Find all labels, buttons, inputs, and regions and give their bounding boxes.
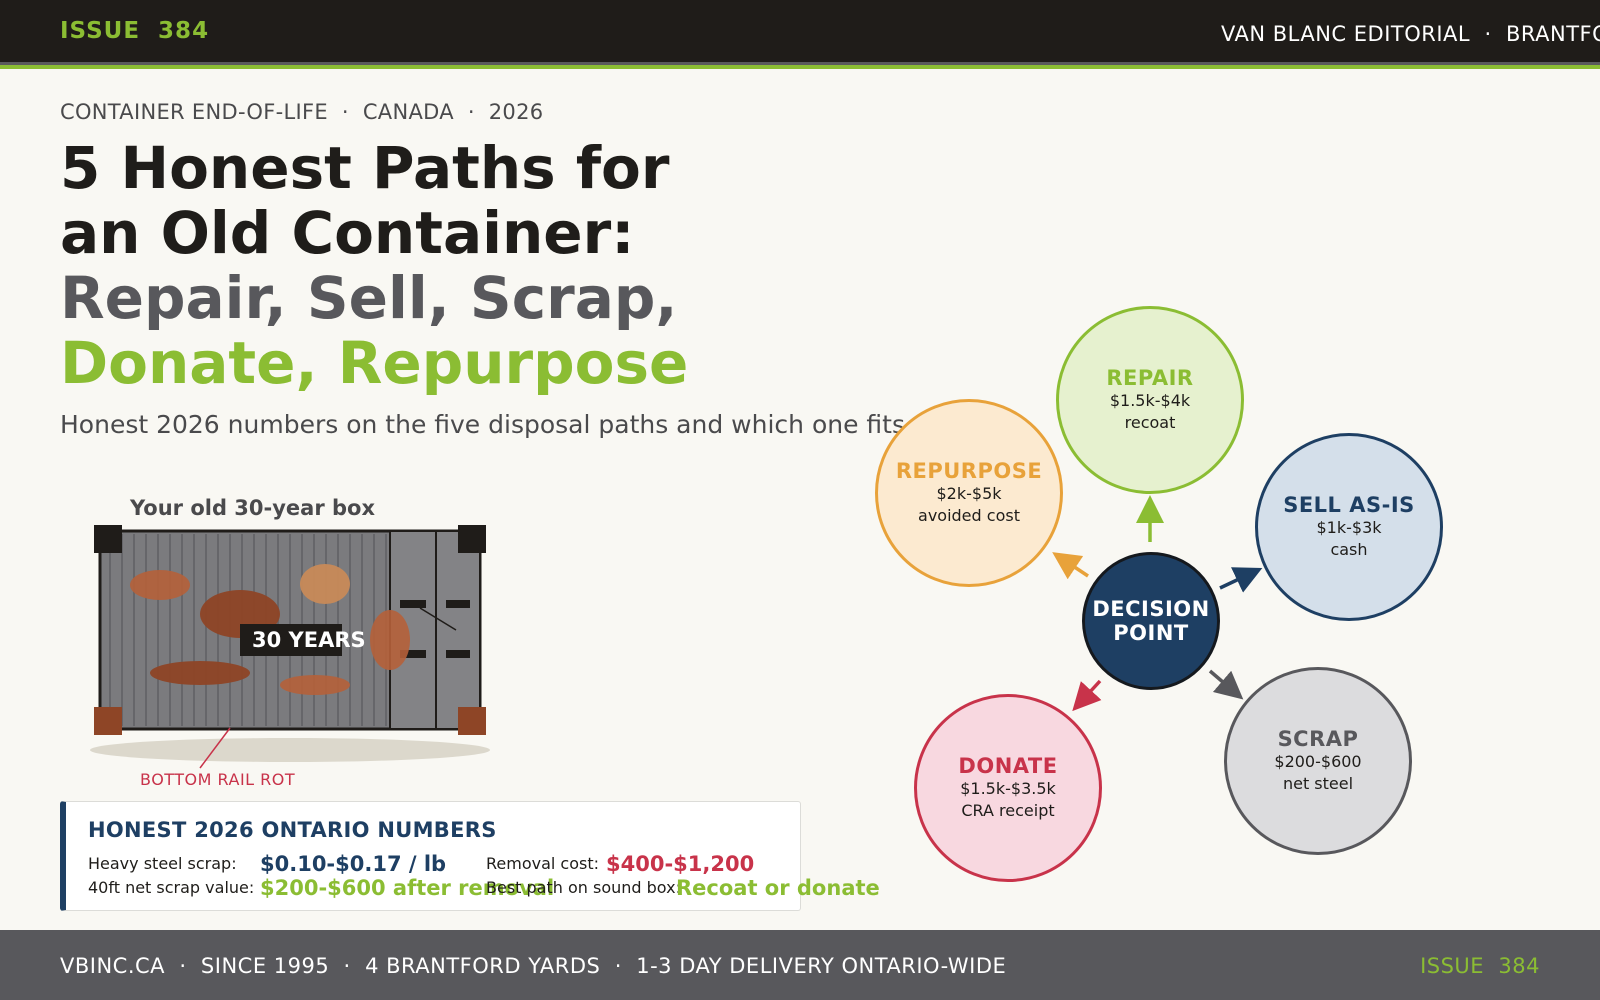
- rust-patch: [280, 675, 350, 695]
- scrap-price-label: Heavy steel scrap:: [88, 854, 237, 873]
- container-shadow: [90, 738, 490, 762]
- corner-casting-rusted: [458, 707, 486, 735]
- path-note: cash: [1330, 540, 1368, 559]
- path-name: REPAIR: [1106, 366, 1194, 390]
- rust-patch: [150, 661, 250, 685]
- rot-callout-line: [199, 727, 231, 769]
- container-illustration: [90, 525, 490, 769]
- decision-arrows: [1052, 495, 1263, 712]
- numbers-card-title: HONEST 2026 ONTARIO NUMBERS: [88, 818, 497, 842]
- door-hinge: [400, 600, 426, 608]
- footer-info: VBINC.CA · SINCE 1995 · 4 BRANTFORD YARD…: [60, 954, 1007, 978]
- path-node-sell: SELL AS-IS $1k-$3k cash: [1255, 433, 1443, 621]
- headline-line-3: Repair, Sell, Scrap,: [60, 264, 678, 332]
- path-name: SCRAP: [1277, 727, 1359, 751]
- path-name: REPURPOSE: [895, 459, 1043, 483]
- corner-casting: [94, 525, 122, 553]
- publisher-name: VAN BLANC EDITORIAL · BRANTFO: [1221, 22, 1600, 46]
- path-value: $200-$600: [1274, 752, 1362, 771]
- path-node-repair: REPAIR $1.5k-$4k recoat: [1056, 306, 1244, 494]
- container-age-label: 30 YEARS: [240, 624, 366, 656]
- path-node-donate: DONATE $1.5k-$3.5k CRA receipt: [914, 694, 1102, 882]
- top-bar-accent-stripe: [0, 62, 1600, 69]
- door-hinge: [446, 650, 470, 658]
- removal-cost-value: $400-$1,200: [606, 852, 755, 876]
- door-latch: [419, 607, 457, 631]
- decision-point-node: DECISION POINT: [1082, 552, 1220, 690]
- path-note: recoat: [1124, 413, 1176, 432]
- path-name: DONATE: [958, 754, 1058, 778]
- arrow-to-repurpose: [1052, 552, 1089, 580]
- decision-point-line-1: DECISION: [1092, 597, 1210, 621]
- door-hinge: [400, 650, 426, 658]
- net-scrap-value: $200-$600 after removal: [260, 876, 555, 900]
- path-note: avoided cost: [918, 506, 1020, 525]
- best-path-label: Best path on sound box:: [486, 878, 681, 897]
- path-value: $1.5k-$4k: [1109, 391, 1191, 410]
- path-note: CRA receipt: [961, 801, 1055, 820]
- headline: 5 Honest Paths for an Old Container: Rep…: [60, 136, 688, 396]
- best-path-value: Recoat or donate: [676, 876, 880, 900]
- path-value: $1k-$3k: [1316, 518, 1382, 537]
- path-value: $1.5k-$3.5k: [960, 779, 1056, 798]
- kicker: CONTAINER END-OF-LIFE · CANADA · 2026: [60, 100, 544, 124]
- corner-casting: [458, 525, 486, 553]
- bottom-rail-rot-label: BOTTOM RAIL ROT: [140, 770, 296, 789]
- path-name: SELL AS-IS: [1283, 493, 1415, 517]
- arrow-to-scrap: [1208, 669, 1244, 700]
- arrow-to-donate: [1072, 679, 1102, 712]
- removal-cost-label: Removal cost:: [486, 854, 600, 873]
- path-note: net steel: [1282, 774, 1354, 793]
- scrap-price-value: $0.10-$0.17 / lb: [260, 852, 447, 876]
- path-node-repurpose: REPURPOSE $2k-$5k avoided cost: [875, 399, 1063, 587]
- door-hinge: [446, 600, 470, 608]
- headline-line-2: an Old Container:: [60, 199, 635, 267]
- footer-issue: ISSUE 384: [1420, 954, 1540, 978]
- arrow-to-sell: [1219, 567, 1263, 593]
- footer: VBINC.CA · SINCE 1995 · 4 BRANTFORD YARD…: [0, 930, 1600, 1000]
- issue-number: ISSUE 384: [60, 18, 210, 44]
- rust-patch: [370, 610, 410, 670]
- rust-patch: [130, 570, 190, 600]
- top-bar: ISSUE 384 VAN BLANC EDITORIAL · BRANTFO: [0, 0, 1600, 62]
- corner-casting-rusted: [94, 707, 122, 735]
- rust-patch: [300, 564, 350, 604]
- headline-line-4: Donate, Repurpose: [60, 329, 689, 397]
- net-scrap-value-label: 40ft net scrap value:: [88, 878, 255, 897]
- path-value: $2k-$5k: [936, 484, 1002, 503]
- path-node-scrap: SCRAP $200-$600 net steel: [1224, 667, 1412, 855]
- ontario-numbers-card: HONEST 2026 ONTARIO NUMBERS Heavy steel …: [60, 801, 880, 911]
- headline-line-1: 5 Honest Paths for: [60, 134, 670, 202]
- subhead: Honest 2026 numbers on the five disposal…: [60, 410, 1031, 439]
- decision-point-line-2: POINT: [1113, 621, 1189, 645]
- container-illustration-title: Your old 30-year box: [130, 496, 376, 520]
